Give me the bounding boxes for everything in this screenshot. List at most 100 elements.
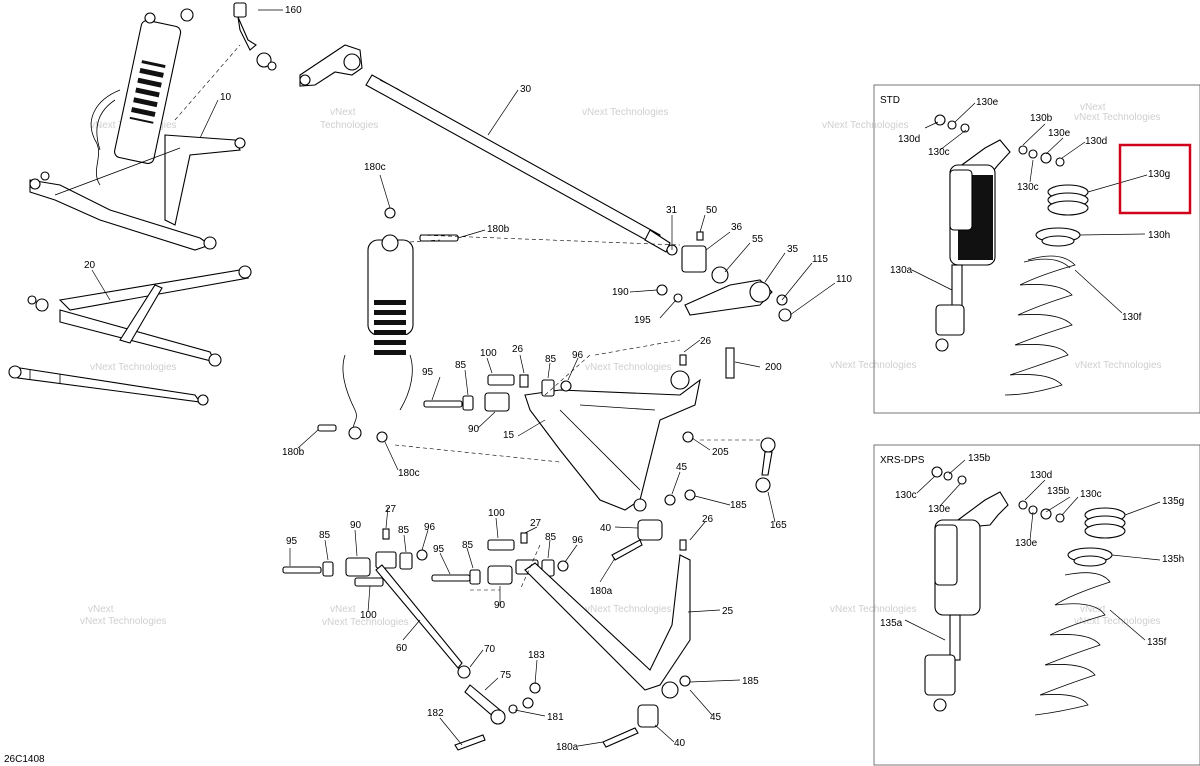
svg-text:vNext Technologies: vNext Technologies (80, 616, 167, 627)
std-spring-seat-130g (1047, 184, 1089, 216)
label-90-upper: 90 (468, 424, 480, 435)
label-96-mid: 96 (572, 535, 584, 546)
label-90-left: 90 (350, 520, 362, 531)
label-135g: 135g (1162, 496, 1184, 507)
label-130d-x: 130d (1030, 470, 1052, 481)
std-spring-collar-130h (1035, 227, 1081, 247)
svg-text:vNext Technologies: vNext Technologies (1074, 112, 1161, 123)
lower-middle-hardware (431, 532, 691, 748)
xrs-spring-collar-135h (1067, 547, 1113, 567)
label-195: 195 (634, 315, 651, 326)
upper-hardware-row (423, 347, 735, 541)
label-45-upper: 45 (676, 462, 688, 473)
dashed-guides (174, 44, 760, 591)
label-181: 181 (547, 712, 564, 723)
label-130f: 130f (1122, 312, 1142, 323)
label-130e-x2: 130e (1015, 538, 1038, 549)
svg-text:vNext Technologies: vNext Technologies (1074, 616, 1161, 627)
label-130c-x1: 130c (895, 490, 917, 501)
xrs-panel (873, 444, 1200, 766)
label-45-lower: 45 (710, 712, 722, 723)
lower-a-arm-20 (27, 265, 252, 367)
label-180b-bottom: 180b (282, 447, 305, 458)
label-130a: 130a (890, 265, 913, 276)
label-85-mid-a: 85 (462, 540, 474, 551)
label-50: 50 (706, 205, 718, 216)
label-130d-a: 130d (898, 134, 920, 145)
label-190: 190 (612, 287, 629, 298)
label-27-left: 27 (385, 504, 397, 515)
label-130h: 130h (1148, 230, 1170, 241)
svg-text:vNext Technologies: vNext Technologies (582, 107, 669, 118)
label-100-left: 100 (360, 610, 377, 621)
upper-a-arm-10 (29, 134, 246, 251)
label-160: 160 (285, 5, 302, 16)
leader-lines (91, 9, 1161, 747)
rod-end-160 (233, 2, 277, 71)
label-55: 55 (752, 234, 764, 245)
label-130g: 130g (1148, 169, 1170, 180)
label-30: 30 (520, 84, 532, 95)
label-10: 10 (220, 92, 232, 103)
label-180b-top: 180b (487, 224, 510, 235)
label-35: 35 (787, 244, 799, 255)
label-15: 15 (503, 430, 515, 441)
label-165: 165 (770, 520, 787, 531)
label-180a-upper: 180a (590, 586, 613, 597)
label-95-mid: 95 (433, 544, 445, 555)
label-130e-a: 130e (976, 97, 999, 108)
label-135b-b: 135b (1047, 486, 1070, 497)
label-182: 182 (427, 708, 444, 719)
svg-text:vNext Technologies: vNext Technologies (585, 362, 672, 373)
diagram-code: 26C1408 (4, 754, 45, 765)
label-110: 110 (836, 274, 852, 285)
svg-text:vNext: vNext (1080, 604, 1106, 615)
lower-left-hardware (282, 528, 541, 751)
label-135a: 135a (880, 618, 903, 629)
trailing-arm-15 (524, 370, 701, 512)
label-135h: 135h (1162, 554, 1184, 565)
label-130e-x1: 130e (928, 504, 951, 515)
label-85-upper-a: 85 (455, 360, 467, 371)
svg-text:vNext: vNext (330, 604, 356, 615)
label-95-upper: 95 (422, 367, 434, 378)
xrs-spring-seat-135g (1084, 507, 1126, 539)
label-96-upper: 96 (572, 350, 584, 361)
label-36: 36 (731, 222, 743, 233)
label-25: 25 (722, 606, 734, 617)
label-180a-lower: 180a (556, 742, 579, 753)
top-left-shock-assembly (90, 8, 194, 186)
label-183: 183 (528, 650, 545, 661)
label-26-lower: 26 (702, 514, 714, 525)
xrs-panel-title: XRS-DPS (880, 455, 925, 466)
label-180c-top: 180c (364, 162, 386, 173)
watermarks: vNext Technologies vNext Technologies vN… (80, 102, 1162, 628)
label-75: 75 (500, 670, 512, 681)
label-130e-b: 130e (1048, 128, 1071, 139)
label-200: 200 (765, 362, 782, 373)
label-185-lower: 185 (742, 676, 759, 687)
tie-rod-left (8, 365, 209, 406)
svg-text:vNext Technologies: vNext Technologies (830, 360, 917, 371)
xrs-spring-135f (1034, 572, 1111, 716)
label-115: 115 (812, 254, 828, 265)
label-130c-b: 130c (1017, 182, 1039, 193)
label-40-upper: 40 (600, 523, 612, 534)
label-130c-x2: 130c (1080, 489, 1102, 500)
tie-rod-165 (755, 437, 776, 493)
label-205: 205 (712, 447, 729, 458)
svg-text:vNext Technologies: vNext Technologies (585, 604, 672, 615)
std-spring-130f (1004, 255, 1076, 396)
label-185-upper: 185 (730, 500, 747, 511)
label-85-mid-b: 85 (545, 532, 557, 543)
label-90-mid: 90 (494, 600, 506, 611)
label-85-left-b: 85 (398, 525, 410, 536)
svg-text:vNext Technologies: vNext Technologies (322, 617, 409, 628)
label-135f: 135f (1147, 637, 1167, 648)
label-100-upper: 100 (480, 348, 497, 359)
xrs-shock-135a (924, 466, 1065, 712)
std-shock-130a (934, 114, 1065, 352)
label-130b: 130b (1030, 113, 1053, 124)
label-85-upper-b: 85 (545, 354, 557, 365)
svg-text:vNext Technologies: vNext Technologies (1075, 360, 1162, 371)
